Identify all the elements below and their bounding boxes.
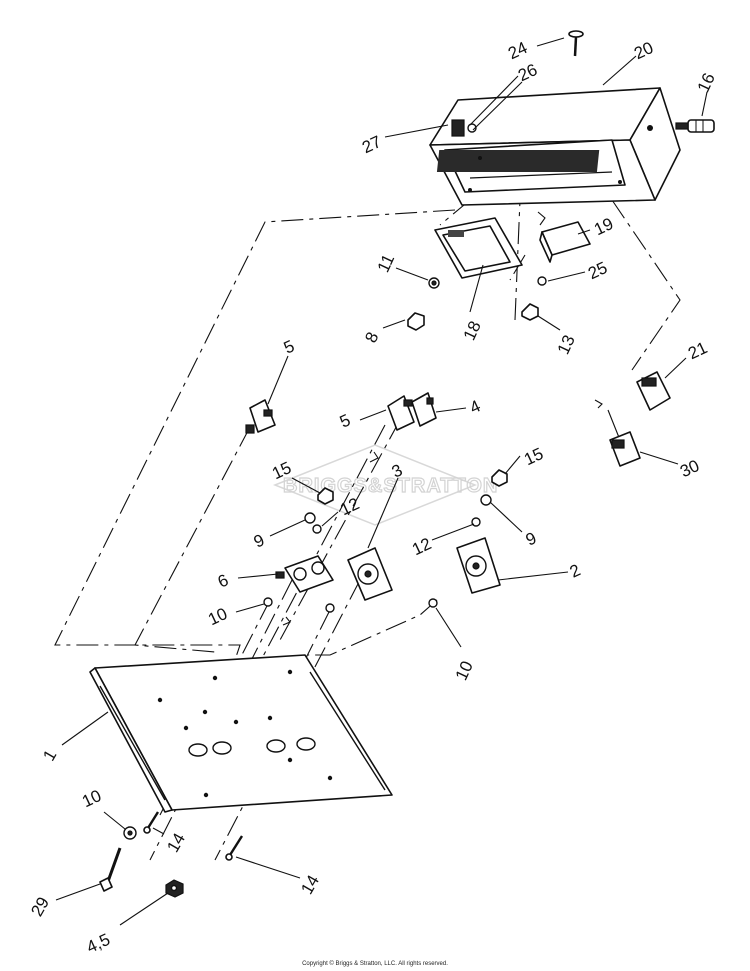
copyright-notice: Copyright © Briggs & Stratton, LLC. All … xyxy=(302,961,448,967)
callout-2: 2 xyxy=(567,560,584,581)
callout-24: 24 xyxy=(505,38,530,63)
callout-25: 25 xyxy=(585,258,610,283)
callout-5-mid: 5 xyxy=(337,410,354,431)
callout-26: 26 xyxy=(515,60,540,85)
twist-receptacle-3 xyxy=(347,547,393,601)
callout-12-right: 12 xyxy=(409,534,434,559)
switch-5-left xyxy=(245,399,276,434)
callout-10-mid: 10 xyxy=(205,604,230,629)
hardware-small xyxy=(263,276,547,613)
callout-5-left: 5 xyxy=(281,336,298,357)
screw-24 xyxy=(568,30,584,57)
control-box-housing xyxy=(429,87,681,206)
connector-21 xyxy=(636,371,671,411)
callout-21: 21 xyxy=(685,338,710,363)
callout-10-lower: 10 xyxy=(79,786,104,811)
callout-6: 6 xyxy=(215,570,232,591)
callout-9-right: 9 xyxy=(523,528,540,549)
switches-4-5 xyxy=(387,392,437,431)
duplex-receptacle xyxy=(275,555,334,593)
callout-8: 8 xyxy=(361,329,382,346)
callout-16: 16 xyxy=(694,70,719,95)
callout-12-left: 12 xyxy=(337,494,362,519)
callout-19: 19 xyxy=(591,214,616,239)
terminal-parts xyxy=(451,119,477,137)
callout-14-right: 14 xyxy=(297,872,323,898)
callout-4-5: 4,5 xyxy=(84,930,113,957)
callout-1: 1 xyxy=(39,746,60,764)
callout-11: 11 xyxy=(374,251,399,275)
connector-30 xyxy=(609,431,641,467)
circuit-breaker xyxy=(675,119,715,133)
lower-hardware xyxy=(99,811,244,898)
callout-27: 27 xyxy=(359,132,384,157)
callout-9-left: 9 xyxy=(251,530,268,551)
module-19 xyxy=(539,221,591,263)
callout-18: 18 xyxy=(460,318,485,343)
leader-lines xyxy=(55,37,708,926)
callout-10-right: 10 xyxy=(452,658,477,683)
callout-15-right: 15 xyxy=(521,444,546,469)
callout-29: 29 xyxy=(27,894,53,920)
callout-20: 20 xyxy=(631,38,656,63)
watermark-text: BRIGGS&STRATTON xyxy=(283,475,498,497)
twist-receptacle-2 xyxy=(456,537,501,594)
callout-13: 13 xyxy=(554,332,579,357)
callout-14-left: 14 xyxy=(163,830,189,856)
control-panel-plate xyxy=(89,654,393,813)
brand-watermark: BRIGGS&STRATTON xyxy=(272,444,498,526)
gasket-frame xyxy=(434,217,523,279)
callout-30: 30 xyxy=(677,456,702,481)
callout-4: 4 xyxy=(467,396,484,417)
